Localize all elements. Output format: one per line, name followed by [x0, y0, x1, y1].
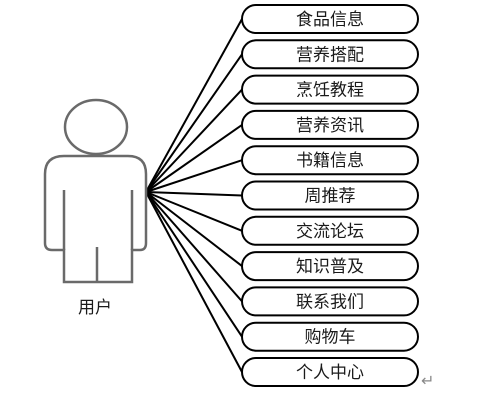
use-case-ellipse: [241, 357, 419, 387]
connector-line: [145, 53, 243, 193]
use-case: 个人中心: [241, 357, 419, 387]
actor-head: [63, 98, 129, 156]
use-case: 书籍信息: [241, 145, 419, 176]
actor-label: 用户: [78, 298, 112, 318]
connector-line: [145, 88, 243, 193]
use-case: 营养搭配: [241, 39, 419, 70]
use-case-label: 食品信息: [296, 10, 364, 30]
use-case-label: 书籍信息: [296, 151, 364, 171]
use-case-label: 个人中心: [296, 363, 364, 383]
connector-line: [145, 191, 243, 197]
connector-line: [145, 191, 243, 373]
use-case-label: 联系我们: [296, 292, 364, 312]
use-case-ellipse: [241, 215, 419, 246]
connector-line: [145, 124, 243, 193]
use-case-label: 购物车: [305, 328, 356, 348]
use-case: 周推荐: [241, 180, 419, 211]
use-case-ellipse: [241, 251, 419, 282]
use-case-label: 知识普及: [296, 257, 364, 277]
return-mark: ↵: [421, 371, 434, 390]
actor-body: [43, 154, 148, 284]
use-case-label: 周推荐: [305, 187, 356, 207]
use-case-ellipse: [241, 109, 419, 140]
use-case: 知识普及: [241, 251, 419, 282]
use-case: 交流论坛: [241, 215, 419, 246]
connector-line: [145, 191, 243, 338]
use-case-ellipse: [241, 180, 419, 211]
use-case: 烹饪教程: [241, 74, 419, 105]
use-case: 购物车: [241, 321, 419, 352]
use-case-ellipse: [241, 286, 419, 317]
connector-line: [145, 159, 243, 193]
use-case-label: 烹饪教程: [296, 80, 364, 101]
actor-figure: [43, 98, 148, 284]
use-case: 营养资讯: [241, 109, 419, 140]
use-case-label: 营养资讯: [296, 116, 364, 136]
use-case: 联系我们: [241, 286, 419, 317]
connector-line: [145, 191, 243, 232]
use-case-ellipse: [241, 39, 419, 70]
use-case-ellipse: [241, 4, 419, 34]
use-case-list: 食品信息营养搭配烹饪教程营养资讯书籍信息周推荐交流论坛知识普及联系我们购物车个人…: [241, 4, 419, 387]
connector-line: [145, 191, 243, 303]
use-case-ellipse: [241, 74, 419, 105]
connector-lines: [145, 18, 243, 373]
use-case-label: 营养搭配: [296, 45, 364, 65]
use-case-ellipse: [241, 145, 419, 176]
use-case: 食品信息: [241, 4, 419, 34]
use-case-label: 交流论坛: [296, 222, 364, 242]
use-case-ellipse: [241, 321, 419, 352]
connector-line: [145, 191, 243, 267]
connector-line: [145, 18, 243, 193]
